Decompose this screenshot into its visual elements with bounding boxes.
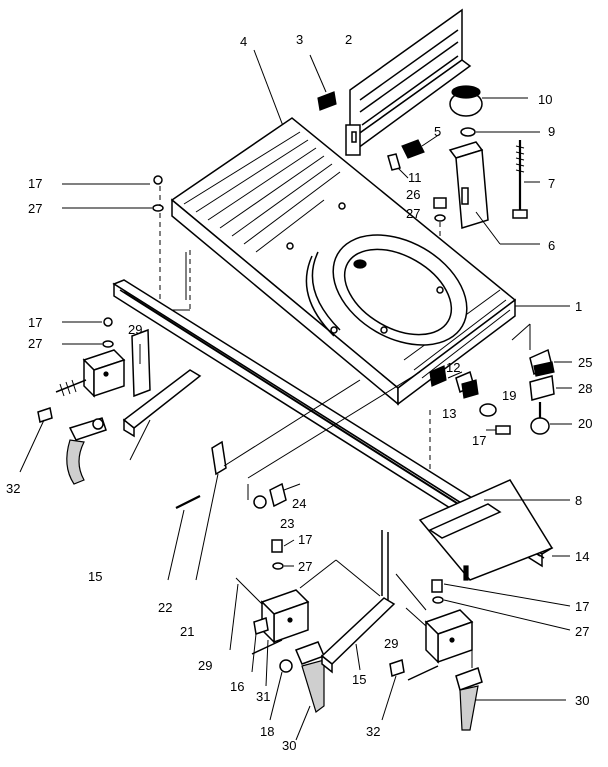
callout-15b: 15 <box>352 672 366 687</box>
callout-15a: 15 <box>88 569 102 584</box>
callout-22: 22 <box>158 600 172 615</box>
callout-9: 9 <box>548 124 555 139</box>
part-14-front-rail <box>112 279 570 581</box>
callout-17b: 17 <box>28 315 42 330</box>
part-8-scale <box>428 499 570 539</box>
callout-17c: 17 <box>472 433 486 448</box>
callout-29b: 29 <box>198 658 212 673</box>
callout-27c: 27 <box>28 336 42 351</box>
callout-30b: 30 <box>282 738 296 753</box>
callout-17d: 17 <box>298 532 312 547</box>
bottom-clamp-assembly <box>229 530 396 741</box>
part-2-rear-rail <box>345 8 472 156</box>
callout-20: 20 <box>578 416 592 431</box>
callout-18: 18 <box>260 724 274 739</box>
part-10-knob <box>449 85 528 117</box>
callout-27d: 27 <box>298 559 312 574</box>
center-small-parts <box>167 371 421 581</box>
right-small-parts <box>429 323 572 435</box>
callout-16: 16 <box>230 679 244 694</box>
callout-labels: 2 3 4 10 5 9 11 7 17 26 27 27 6 1 17 29 … <box>6 32 592 753</box>
callout-27a: 27 <box>28 201 42 216</box>
part-5-clip <box>401 133 441 159</box>
callout-4: 4 <box>240 34 247 49</box>
callout-11: 11 <box>408 170 422 185</box>
left-clamp-assembly <box>19 175 202 485</box>
callout-31: 31 <box>256 689 270 704</box>
callout-19: 19 <box>502 388 516 403</box>
callout-13: 13 <box>442 406 456 421</box>
callout-17a: 17 <box>28 176 42 191</box>
part-7-bolt <box>512 140 540 219</box>
callout-1: 1 <box>575 299 582 314</box>
callout-26: 26 <box>406 187 420 202</box>
part-6-bracket <box>448 141 540 245</box>
callout-17e: 17 <box>575 599 589 614</box>
callout-23: 23 <box>280 516 294 531</box>
callout-27e: 27 <box>575 624 589 639</box>
part-11-screw <box>387 153 409 179</box>
callout-24: 24 <box>292 496 306 511</box>
callout-8: 8 <box>575 493 582 508</box>
callout-6: 6 <box>548 238 555 253</box>
part-1-table <box>170 117 570 406</box>
callout-32b: 32 <box>366 724 380 739</box>
callout-27b: 27 <box>406 206 420 221</box>
callout-3: 3 <box>296 32 303 47</box>
bottom-right-clamp-assembly <box>381 573 571 731</box>
callout-10: 10 <box>538 92 552 107</box>
callout-14: 14 <box>575 549 589 564</box>
callout-29a: 29 <box>128 322 142 337</box>
callout-30a: 30 <box>575 693 589 708</box>
callout-25: 25 <box>578 355 592 370</box>
callout-28: 28 <box>578 381 592 396</box>
callout-12: 12 <box>446 360 460 375</box>
part-3-block <box>309 54 337 111</box>
callout-32a: 32 <box>6 481 20 496</box>
callout-5: 5 <box>434 124 441 139</box>
part-9-washer <box>460 127 540 137</box>
callout-7: 7 <box>548 176 555 191</box>
callout-21: 21 <box>180 624 194 639</box>
callout-29c: 29 <box>384 636 398 651</box>
callout-2: 2 <box>345 32 352 47</box>
